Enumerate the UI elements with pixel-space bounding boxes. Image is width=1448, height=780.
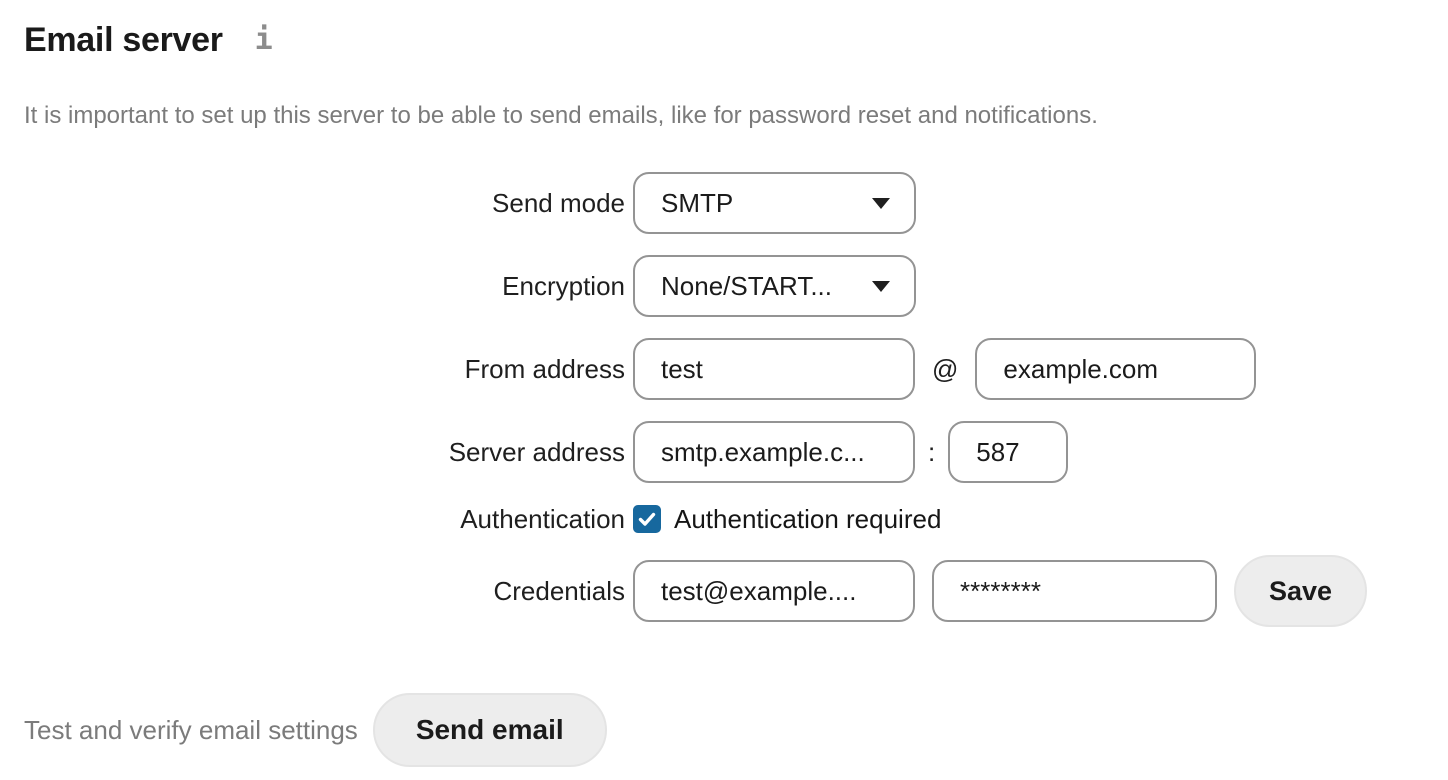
- test-email-label: Test and verify email settings: [24, 714, 358, 745]
- chevron-down-icon: [872, 197, 890, 209]
- encryption-row: Encryption None/START...: [24, 255, 1424, 317]
- page-title: Email server: [24, 21, 223, 59]
- at-separator: @: [932, 353, 959, 384]
- send-email-button[interactable]: Send email: [372, 693, 607, 767]
- credentials-username-input[interactable]: [633, 560, 915, 622]
- info-icon[interactable]: i: [254, 22, 273, 57]
- server-address-port-input[interactable]: [948, 421, 1069, 483]
- credentials-label: Credentials: [493, 575, 625, 606]
- chevron-down-icon: [872, 280, 890, 292]
- server-address-label: Server address: [448, 436, 625, 467]
- save-button[interactable]: Save: [1234, 555, 1368, 627]
- test-email-section: Test and verify email settings Send emai…: [24, 693, 1424, 767]
- from-address-row: From address @: [24, 338, 1424, 400]
- server-address-row: Server address :: [24, 421, 1424, 483]
- from-address-local-input[interactable]: [633, 338, 915, 400]
- authentication-label: Authentication: [460, 503, 625, 534]
- credentials-password-input[interactable]: [932, 560, 1217, 622]
- from-address-label: From address: [464, 353, 625, 384]
- page-description: It is important to set up this server to…: [24, 102, 1098, 129]
- header: Email server i: [24, 18, 1424, 62]
- authentication-required-checkbox[interactable]: [633, 505, 661, 533]
- from-address-domain-input[interactable]: [975, 338, 1257, 400]
- authentication-required-label[interactable]: Authentication required: [674, 503, 942, 534]
- credentials-row: Credentials Save: [24, 555, 1424, 627]
- send-mode-select[interactable]: SMTP: [633, 172, 916, 234]
- check-icon: [638, 512, 656, 526]
- server-address-host-input[interactable]: [633, 421, 915, 483]
- send-mode-row: Send mode SMTP: [24, 172, 1424, 234]
- authentication-row: Authentication Authentication required: [24, 504, 1424, 534]
- encryption-select[interactable]: None/START...: [633, 255, 916, 317]
- email-server-form: Send mode SMTP Encryption None/START... …: [24, 172, 1424, 627]
- send-mode-selected-value: SMTP: [661, 187, 734, 218]
- encryption-selected-value: None/START...: [661, 270, 832, 301]
- send-mode-label: Send mode: [492, 187, 625, 218]
- encryption-label: Encryption: [502, 270, 625, 301]
- colon-separator: :: [928, 436, 936, 467]
